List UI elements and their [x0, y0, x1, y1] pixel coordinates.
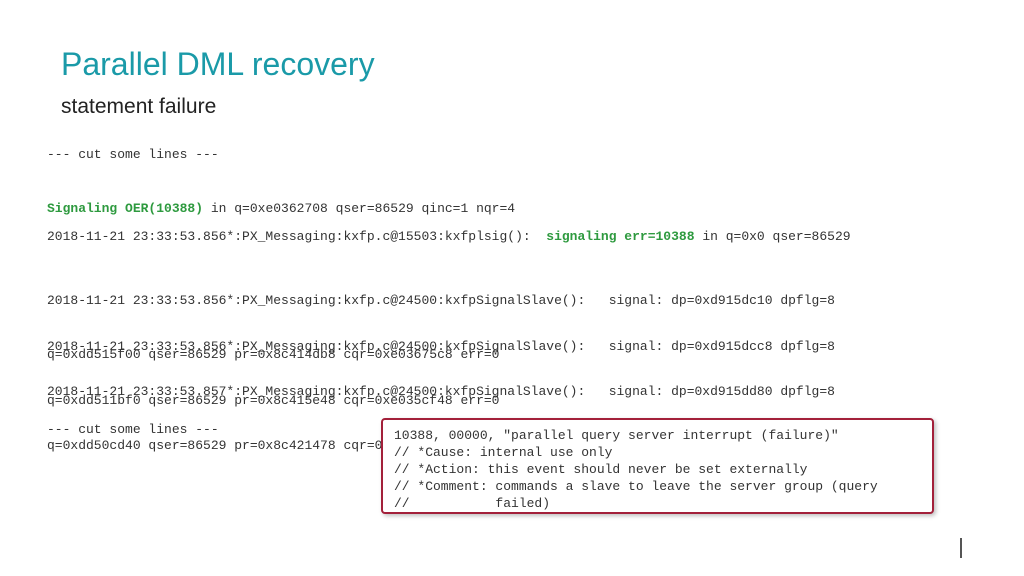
- cut-lines-top: --- cut some lines ---: [47, 147, 219, 162]
- callout-line: // failed): [394, 496, 551, 511]
- kxfplsig-prefix: 2018-11-21 23:33:53.856*:PX_Messaging:kx…: [47, 229, 547, 244]
- slide-title: Parallel DML recovery: [61, 46, 375, 82]
- signal-slave-line-a: 2018-11-21 23:33:53.856*:PX_Messaging:kx…: [47, 293, 835, 308]
- signal-slave-line-a: 2018-11-21 23:33:53.856*:PX_Messaging:kx…: [47, 339, 835, 354]
- callout-line: // *Comment: commands a slave to leave t…: [394, 479, 878, 494]
- page-marker: [960, 538, 962, 558]
- kxfplsig-suffix: in q=0x0 qser=86529: [694, 229, 851, 244]
- slide-subtitle: statement failure: [61, 95, 217, 118]
- signaling-line: Signaling OER(10388) in q=0xe0362708 qse…: [47, 200, 515, 218]
- callout-line: // *Cause: internal use only: [394, 445, 613, 460]
- signal-slave-line-b: q=0xdd515f00 qser=86529 pr=0x8c414db8 cq…: [47, 347, 500, 362]
- callout-line: 10388, 00000, "parallel query server int…: [394, 428, 839, 443]
- signaling-label: Signaling OER(10388): [47, 201, 204, 216]
- kxfplsig-highlight: signaling err=10388: [546, 229, 695, 244]
- signal-slave-entry: 2018-11-21 23:33:53.856*:PX_Messaging:kx…: [47, 256, 835, 382]
- signal-slave-entry: 2018-11-21 23:33:53.856*:PX_Messaging:kx…: [47, 302, 835, 428]
- error-definition-callout: 10388, 00000, "parallel query server int…: [381, 418, 934, 514]
- callout-line: // *Action: this event should never be s…: [394, 462, 808, 477]
- cut-lines-bottom: --- cut some lines ---: [47, 422, 219, 437]
- kxfplsig-line: 2018-11-21 23:33:53.856*:PX_Messaging:kx…: [47, 228, 851, 246]
- signal-slave-line-b: q=0xdd511bf0 qser=86529 pr=0x8c415e48 cq…: [47, 393, 500, 408]
- signaling-detail: in q=0xe0362708 qser=86529 qinc=1 nqr=4: [203, 201, 516, 216]
- signal-slave-line-a: 2018-11-21 23:33:53.857*:PX_Messaging:kx…: [47, 384, 835, 399]
